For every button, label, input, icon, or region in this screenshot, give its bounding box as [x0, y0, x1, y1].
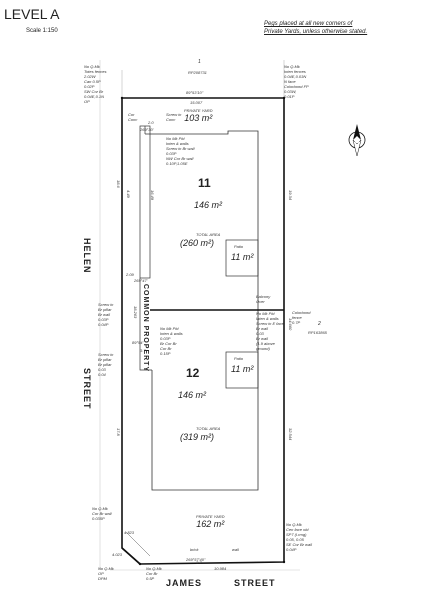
- lot-11-number: 11: [198, 176, 211, 190]
- patio-lower-outline: [225, 351, 259, 389]
- dim-bottom-bearing: 269°57'40": [186, 557, 206, 562]
- dim-right-mid: 14.660: [288, 318, 293, 331]
- dim-lot12-bearing: 3.7: [140, 348, 146, 353]
- private-yard-top: PRIVATE YARD 103 m²: [184, 108, 213, 123]
- dim-left-bottom: 4.023: [112, 552, 123, 557]
- lot-11-area: 146 m²: [194, 200, 223, 210]
- note-brick: brick: [190, 547, 199, 552]
- north-arrow-icon: N: [348, 124, 366, 157]
- lot-12-area: 146 m²: [178, 390, 207, 400]
- dim-inner-l2: 18.263: [133, 306, 138, 319]
- dim-left-lower: 17.8: [116, 428, 121, 436]
- dim-left-mid2: 4.49: [126, 190, 131, 198]
- patio-upper-area: 11 m²: [231, 252, 254, 262]
- dim-left-mid: 2.09: [126, 272, 134, 277]
- corner-guide: [125, 531, 151, 557]
- private-yard-bottom: PRIVATE YARD 162 m²: [196, 514, 225, 529]
- corner-mark-sw: [138, 562, 142, 566]
- dim-right-upper: 19.34: [288, 190, 293, 201]
- drawing-scale: Scale 1:150: [26, 28, 58, 34]
- building-top-outline: [145, 130, 259, 300]
- corner-mark-ne: [282, 96, 286, 100]
- lot-12-total-area: (319 m²): [180, 432, 215, 442]
- dim-left-upper: 18.6: [116, 180, 121, 188]
- peg-note-line-1: Pegs placed at all new corners of: [264, 21, 353, 27]
- dim-cp-b3: 89°54': [132, 340, 144, 345]
- lot-1-number: 1: [198, 59, 201, 65]
- corner-mark-nw: [120, 96, 124, 100]
- note-wall: wall: [232, 547, 239, 552]
- dim-bottom-distance: 10.984: [214, 566, 227, 571]
- patio-upper-outline: [225, 239, 259, 277]
- helen-street-suffix: STREET: [82, 368, 92, 410]
- top-distance: 15.007: [190, 100, 203, 105]
- common-property-label: COMMON PROPERTY: [142, 284, 149, 373]
- patio-upper-label: Patio: [234, 244, 244, 249]
- lot-12-total-label: TOTAL AREA: [196, 426, 221, 431]
- dim-cp-b2: 269°47': [134, 278, 148, 283]
- peg-note: Pegs placed at all new corners of Privat…: [264, 20, 367, 36]
- dim-inner-l1: 16.49: [150, 190, 155, 201]
- dim-bl-chord: 4.823: [124, 530, 135, 535]
- lot-1-plan: RP208731: [188, 70, 207, 75]
- common-property-lower: [139, 278, 152, 371]
- lot-11-total-area: (260 m²): [180, 238, 215, 248]
- private-yard-top-area: 103 m²: [184, 113, 213, 123]
- patio-lower-area: 11 m²: [231, 364, 254, 374]
- james-street-suffix: STREET: [234, 578, 276, 588]
- top-bearing: 89°53'10": [186, 90, 204, 95]
- dim-right-lower: 32.544: [288, 428, 293, 441]
- dim-cp-d1: 2.0: [148, 120, 154, 125]
- drawing-title: LEVEL A: [4, 6, 60, 22]
- dim-cp-b1: 269°30': [140, 127, 154, 132]
- lot-12-number: 12: [186, 366, 200, 380]
- lot-2-plan: RP163865: [308, 330, 327, 335]
- private-yard-bottom-label: PRIVATE YARD: [196, 514, 225, 519]
- patio-lower-label: Patio: [234, 356, 244, 361]
- private-yard-top-label: PRIVATE YARD: [184, 108, 213, 113]
- common-property-upper: [139, 125, 151, 279]
- corner-mark-se: [282, 560, 286, 564]
- lot-11-total-label: TOTAL AREA: [196, 232, 221, 237]
- dim-bottom-small: 3.7: [196, 560, 202, 565]
- lot-2-number: 2: [318, 321, 321, 327]
- peg-note-line-2: Private Yards, unless otherwise stated.: [264, 29, 368, 35]
- outer-boundary: [121, 97, 285, 565]
- svg-text:N: N: [355, 139, 359, 145]
- corner-truncation: [121, 547, 141, 565]
- private-yard-bottom-area: 162 m²: [196, 519, 225, 529]
- helen-street-label: HELEN: [82, 238, 92, 274]
- building-bottom-outline: [151, 300, 259, 491]
- james-street-label: JAMES: [166, 578, 203, 588]
